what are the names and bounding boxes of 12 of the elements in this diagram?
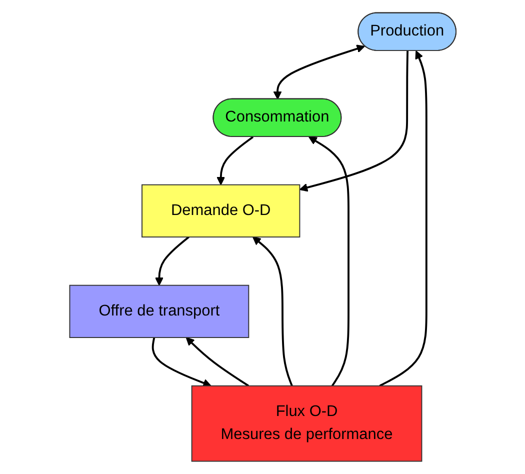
- node-box: Demande O-D: [141, 184, 300, 238]
- arrow: [216, 136, 254, 186]
- arrow: [298, 50, 408, 192]
- arrow: [252, 236, 292, 386]
- arrow: [185, 337, 249, 387]
- node-box: Offre de transport: [68, 284, 249, 338]
- arrow: [154, 236, 190, 286]
- arrow: [151, 337, 211, 387]
- node-box: Flux O-D Mesures de performance: [190, 385, 422, 462]
- arrow: [272, 44, 365, 100]
- arrow: [308, 136, 350, 386]
- arrow: [378, 50, 427, 387]
